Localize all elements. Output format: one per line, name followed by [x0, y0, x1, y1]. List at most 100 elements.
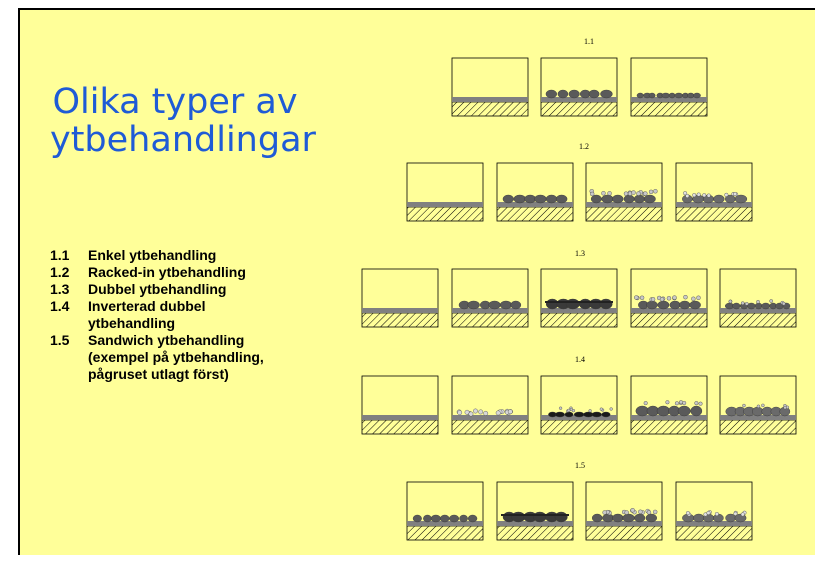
binder-layer — [362, 415, 438, 420]
aggregate-stone — [634, 513, 646, 523]
aggregate-stone — [555, 194, 568, 204]
chip-stone — [728, 299, 733, 304]
binder-layer — [407, 202, 483, 207]
aggregate-stone — [669, 300, 681, 310]
legend-text: Dubbel ytbehandling — [88, 281, 227, 297]
aggregate-stone — [564, 411, 574, 418]
aggregate-stone — [545, 194, 558, 204]
chip-stone — [599, 407, 603, 411]
aggregate-stone — [679, 300, 691, 310]
surface-panel — [496, 481, 574, 541]
binder-layer — [541, 415, 617, 420]
surface-panel — [719, 268, 797, 328]
binder-layer — [676, 202, 752, 207]
chip-stone — [607, 191, 612, 196]
chip-stone — [674, 401, 679, 406]
binder-layer — [631, 308, 707, 313]
chip-stone — [643, 401, 648, 406]
subgrade-hatch — [362, 313, 438, 327]
subgrade-hatch — [407, 526, 483, 540]
surface-panel — [451, 375, 529, 435]
binder-layer — [720, 415, 796, 420]
aggregate-stone — [661, 92, 670, 99]
diagram-row: 1.2 — [406, 142, 753, 222]
legend-number: 1.1 — [50, 247, 70, 263]
aggregate-stone — [511, 511, 526, 523]
aggregate-stone — [657, 300, 670, 310]
chip-stone — [590, 191, 595, 197]
binder-layer — [362, 308, 438, 313]
chip-stone — [483, 410, 489, 416]
subgrade-hatch — [676, 526, 752, 540]
chip-stone — [733, 511, 738, 516]
aggregate-stone — [513, 194, 526, 204]
legend-text: Inverterad dubbel ytbehandling — [88, 298, 206, 331]
chip-stone — [652, 509, 658, 515]
aggregate-stone — [612, 194, 624, 204]
aggregate-stone — [623, 194, 635, 204]
chip-stone — [672, 295, 677, 300]
aggregate-stone — [690, 405, 703, 417]
binder-layer — [452, 415, 528, 420]
binder-film — [545, 301, 613, 303]
chip-stone — [714, 512, 719, 517]
surface-panel — [585, 481, 663, 541]
aggregate-stone — [677, 405, 691, 417]
binder-layer — [452, 97, 528, 102]
aggregate-stone — [502, 194, 514, 204]
surface-panel — [630, 57, 708, 117]
surface-panel — [496, 162, 574, 222]
chip-stone — [696, 295, 701, 300]
surface-panel — [451, 57, 529, 117]
aggregate-stone — [467, 514, 478, 523]
chip-stone — [744, 302, 749, 306]
chip-stone — [630, 508, 635, 513]
chip-stone — [567, 408, 571, 412]
binder-layer — [497, 202, 573, 207]
binder-layer — [452, 308, 528, 313]
row-label: 1.5 — [575, 461, 585, 470]
aggregate-stone — [752, 406, 764, 417]
binder-layer — [407, 521, 483, 526]
legend-item: 1.3 Dubbel ytbehandling — [50, 281, 320, 298]
aggregate-stone — [430, 514, 441, 523]
chip-stone — [733, 191, 738, 196]
subgrade-hatch — [720, 313, 796, 327]
row-label: 1.1 — [584, 37, 594, 46]
aggregate-stone — [568, 89, 580, 99]
aggregate-stone — [646, 300, 658, 310]
chip-stone — [769, 299, 774, 303]
legend-item: 1.1 Enkel ytbehandling — [50, 247, 320, 264]
surface-panel — [406, 481, 484, 541]
aggregate-stone — [674, 92, 683, 99]
aggregate-stone — [565, 298, 580, 310]
chip-stone — [679, 400, 684, 405]
chip-stone — [665, 400, 670, 405]
aggregate-stone — [734, 194, 748, 204]
aggregate-stone — [499, 300, 512, 310]
aggregate-stone — [467, 300, 480, 310]
chip-stone — [571, 409, 576, 413]
aggregate-stone — [555, 411, 565, 418]
diagram-row: 1.3 — [361, 249, 797, 328]
legend-number: 1.4 — [50, 298, 70, 314]
subgrade-hatch — [452, 102, 528, 116]
chip-stone — [638, 509, 643, 514]
legend-number: 1.2 — [50, 264, 70, 280]
chip-stone — [588, 409, 592, 413]
aggregate-stone — [689, 300, 701, 310]
legend-number: 1.3 — [50, 281, 70, 297]
chip-stone — [740, 512, 745, 517]
subgrade-hatch — [362, 420, 438, 434]
aggregate-stone — [693, 92, 701, 99]
legend-text: Racked-in ytbehandling — [88, 264, 246, 280]
aggregate-stone — [510, 300, 522, 310]
surface-panel — [406, 162, 484, 222]
chip-stone — [659, 297, 665, 302]
chip-stone — [646, 510, 652, 515]
chip-stone — [507, 409, 513, 415]
binder-layer — [586, 521, 662, 526]
subgrade-hatch — [497, 526, 573, 540]
surface-panel — [675, 162, 753, 222]
